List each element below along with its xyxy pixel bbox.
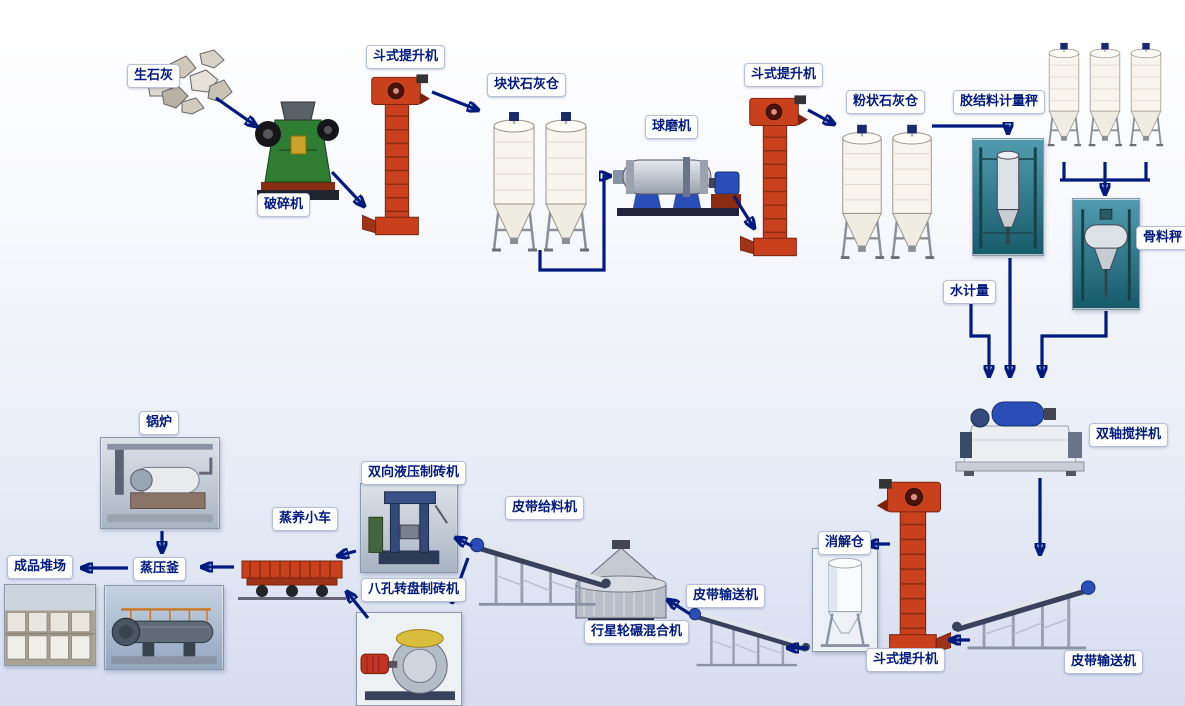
label-hydraulic-press: 双向液压制砖机 [361,461,467,485]
label-water-meter: 水计量 [943,280,997,304]
slaking-silo-photo [812,548,878,652]
label-lump-lime-silo: 块状石灰仓 [487,73,567,97]
jaw-crusher-graphic [253,92,343,202]
boiler-photo [100,437,220,529]
belt-conveyor-1-graphic [950,566,1096,654]
binder-scale-photo [972,138,1044,256]
label-belt-conveyor-2: 皮带输送机 [686,584,766,608]
label-aggregate-scale: 骨料秤 [1136,226,1185,250]
label-ball-mill: 球磨机 [645,115,699,139]
powder-lime-silos-graphic [836,120,938,272]
label-planetary-mixer: 行星轮碾混合机 [584,620,690,644]
bucket-elevator-1-graphic [362,70,430,242]
bucket-elevator-2-graphic [740,90,808,264]
label-rotary-press: 八孔转盘制砖机 [361,578,467,602]
label-slaking-silo: 消解仓 [818,531,872,555]
hydraulic-press-photo [360,483,458,573]
label-bucket-elevator-2: 斗式提升机 [744,63,824,87]
label-product-yard: 成品堆场 [7,555,74,579]
label-belt-conveyor-1: 皮带输送机 [1064,650,1144,674]
product-yard-photo [4,584,96,666]
raw-silos-trio-graphic [1044,16,1166,178]
label-belt-feeder: 皮带给料机 [505,496,585,520]
bucket-elevator-3-graphic [874,478,954,658]
label-curing-cart: 蒸养小车 [272,507,339,531]
autoclave-photo [104,585,224,670]
label-binder-scale: 胶结料计量秤 [953,90,1046,114]
label-boiler: 锅炉 [139,411,180,435]
rotary-press-photo [356,612,462,706]
aggregate-scale-photo [1072,198,1140,310]
label-bucket-elevator-3: 斗式提升机 [866,648,946,672]
label-crusher: 破碎机 [257,193,311,217]
label-bucket-elevator-1: 斗式提升机 [366,45,446,69]
belt-feeder-graphic [466,524,616,610]
lump-lime-silos-graphic [487,108,593,264]
ball-mill-graphic [613,138,743,218]
label-powder-lime-silo: 粉状石灰仓 [846,90,926,114]
label-autoclave: 蒸压釜 [133,557,187,581]
curing-cart-graphic [238,545,346,603]
label-twin-shaft-mixer: 双轴搅拌机 [1089,423,1169,447]
twin-shaft-mixer-graphic [950,388,1090,476]
label-quicklime: 生石灰 [127,64,181,88]
